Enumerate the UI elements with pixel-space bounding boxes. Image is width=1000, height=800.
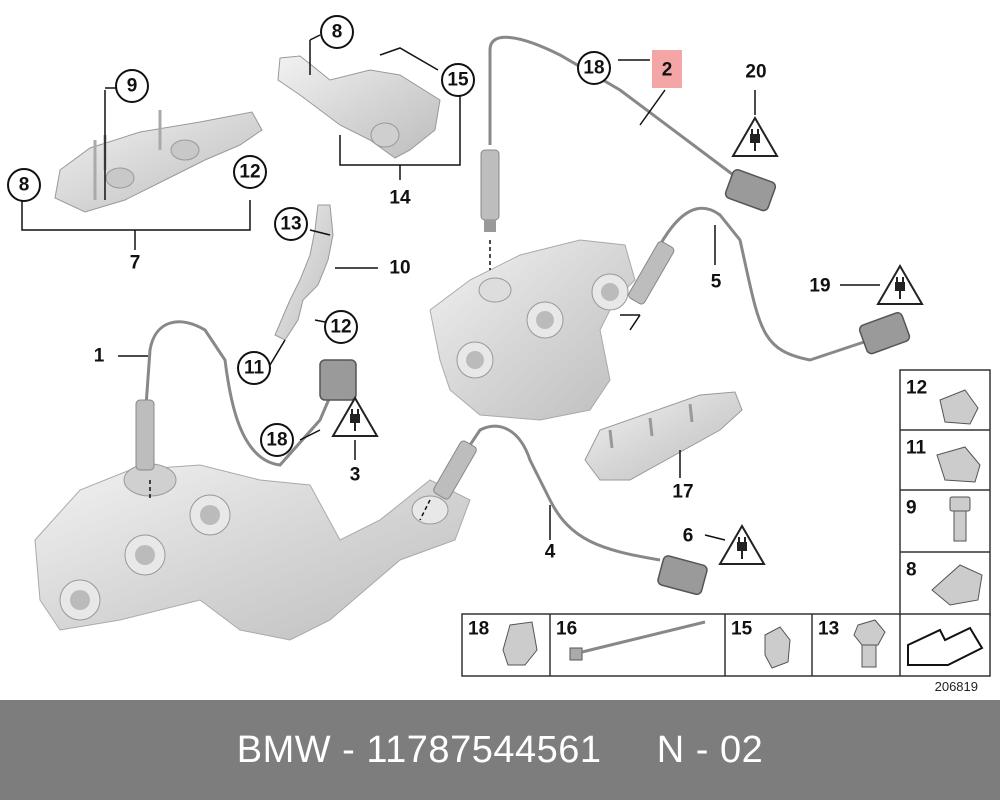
callout-circle-8b xyxy=(320,15,354,49)
clip-11-icon xyxy=(936,446,981,483)
bolt-9-icon xyxy=(949,496,971,542)
callout-circle-18b xyxy=(260,423,294,457)
callout-8a: 8 xyxy=(19,175,30,196)
callout-11: 11 xyxy=(244,358,265,379)
upper-manifold-part xyxy=(429,239,636,421)
bracket-small-part xyxy=(274,204,334,341)
footer-part-number: BMW - 11787544561 N - 02 xyxy=(236,728,764,771)
clip-12-icon xyxy=(939,389,979,425)
callout-circle-11 xyxy=(237,351,271,385)
connector-2 xyxy=(724,169,777,212)
connector-1 xyxy=(319,359,357,401)
callout-15: 15 xyxy=(447,70,469,91)
callout-12a: 12 xyxy=(239,162,260,183)
heat-shield-lower-part xyxy=(584,391,743,481)
footer-bar: BMW - 11787544561 N - 02 xyxy=(0,700,1000,800)
callout-circle-18a xyxy=(577,51,611,85)
callout-2: 2 xyxy=(662,60,673,81)
clip-15-icon xyxy=(764,626,791,669)
callout-14: 14 xyxy=(389,188,411,209)
callout-5: 5 xyxy=(711,272,722,293)
diagram-number: 206819 xyxy=(934,679,978,694)
arrow-symbol-icon xyxy=(907,626,984,666)
legend-right-label-3: 8 xyxy=(906,560,917,581)
callout-3: 3 xyxy=(350,465,361,486)
clip-18-icon xyxy=(502,621,538,666)
clip-8-icon xyxy=(931,564,983,606)
legend-right-label-1: 11 xyxy=(906,438,927,459)
warning-icon-6 xyxy=(719,525,765,565)
legend-right: 12 11 9 8 xyxy=(899,369,991,616)
callout-6: 6 xyxy=(683,526,694,547)
callout-8b: 8 xyxy=(332,22,343,43)
legend-right-label-2: 9 xyxy=(906,498,917,519)
legend-bottom: 18 16 15 13 xyxy=(461,613,991,677)
warning-icon-20 xyxy=(732,117,778,157)
bracket-part xyxy=(277,55,441,159)
callout-10: 10 xyxy=(389,258,410,279)
callout-18b: 18 xyxy=(266,430,287,451)
lower-manifold-part xyxy=(34,463,471,641)
callout-circle-12a xyxy=(233,155,267,189)
legend-bottom-label-2: 15 xyxy=(731,619,753,640)
parts-diagram: 9 8 12 7 8 15 14 18 2 20 13 10 12 11 1 1… xyxy=(7,15,991,677)
legend-bottom-label-1: 16 xyxy=(556,619,577,640)
connector-4 xyxy=(657,555,708,596)
callout-4: 4 xyxy=(545,542,556,563)
callout-circle-8a xyxy=(7,168,41,202)
callout-19: 19 xyxy=(809,276,830,297)
warning-icon-19 xyxy=(877,265,923,305)
callout-17: 17 xyxy=(672,482,693,503)
callout-20: 20 xyxy=(745,62,766,83)
callout-9: 9 xyxy=(127,76,138,97)
cable-tie-16-icon xyxy=(569,620,706,661)
warning-icon-3 xyxy=(332,397,378,437)
oxygen-sensor-5 xyxy=(628,241,675,305)
legend-bottom-label-0: 18 xyxy=(468,619,489,640)
oxygen-sensor-1 xyxy=(135,399,155,471)
highlight-box-2 xyxy=(652,50,682,88)
callout-12b: 12 xyxy=(330,317,351,338)
connector-5 xyxy=(858,312,911,355)
callout-circle-15 xyxy=(441,63,475,97)
legend-bottom-label-3: 13 xyxy=(818,619,839,640)
leader-lines xyxy=(21,34,880,541)
legend-right-label-0: 12 xyxy=(906,378,927,399)
oxygen-sensor-4 xyxy=(433,440,477,500)
callout-circle-13 xyxy=(274,207,308,241)
callout-circle-9 xyxy=(115,69,149,103)
callout-7: 7 xyxy=(130,253,141,274)
bolt-13-icon xyxy=(853,619,886,668)
callout-13: 13 xyxy=(280,214,301,235)
callout-18a: 18 xyxy=(583,58,604,79)
oxygen-sensor-2 xyxy=(480,149,500,232)
heat-shield-part xyxy=(54,110,263,213)
callout-circle-12b xyxy=(324,310,358,344)
callout-1: 1 xyxy=(94,346,105,367)
